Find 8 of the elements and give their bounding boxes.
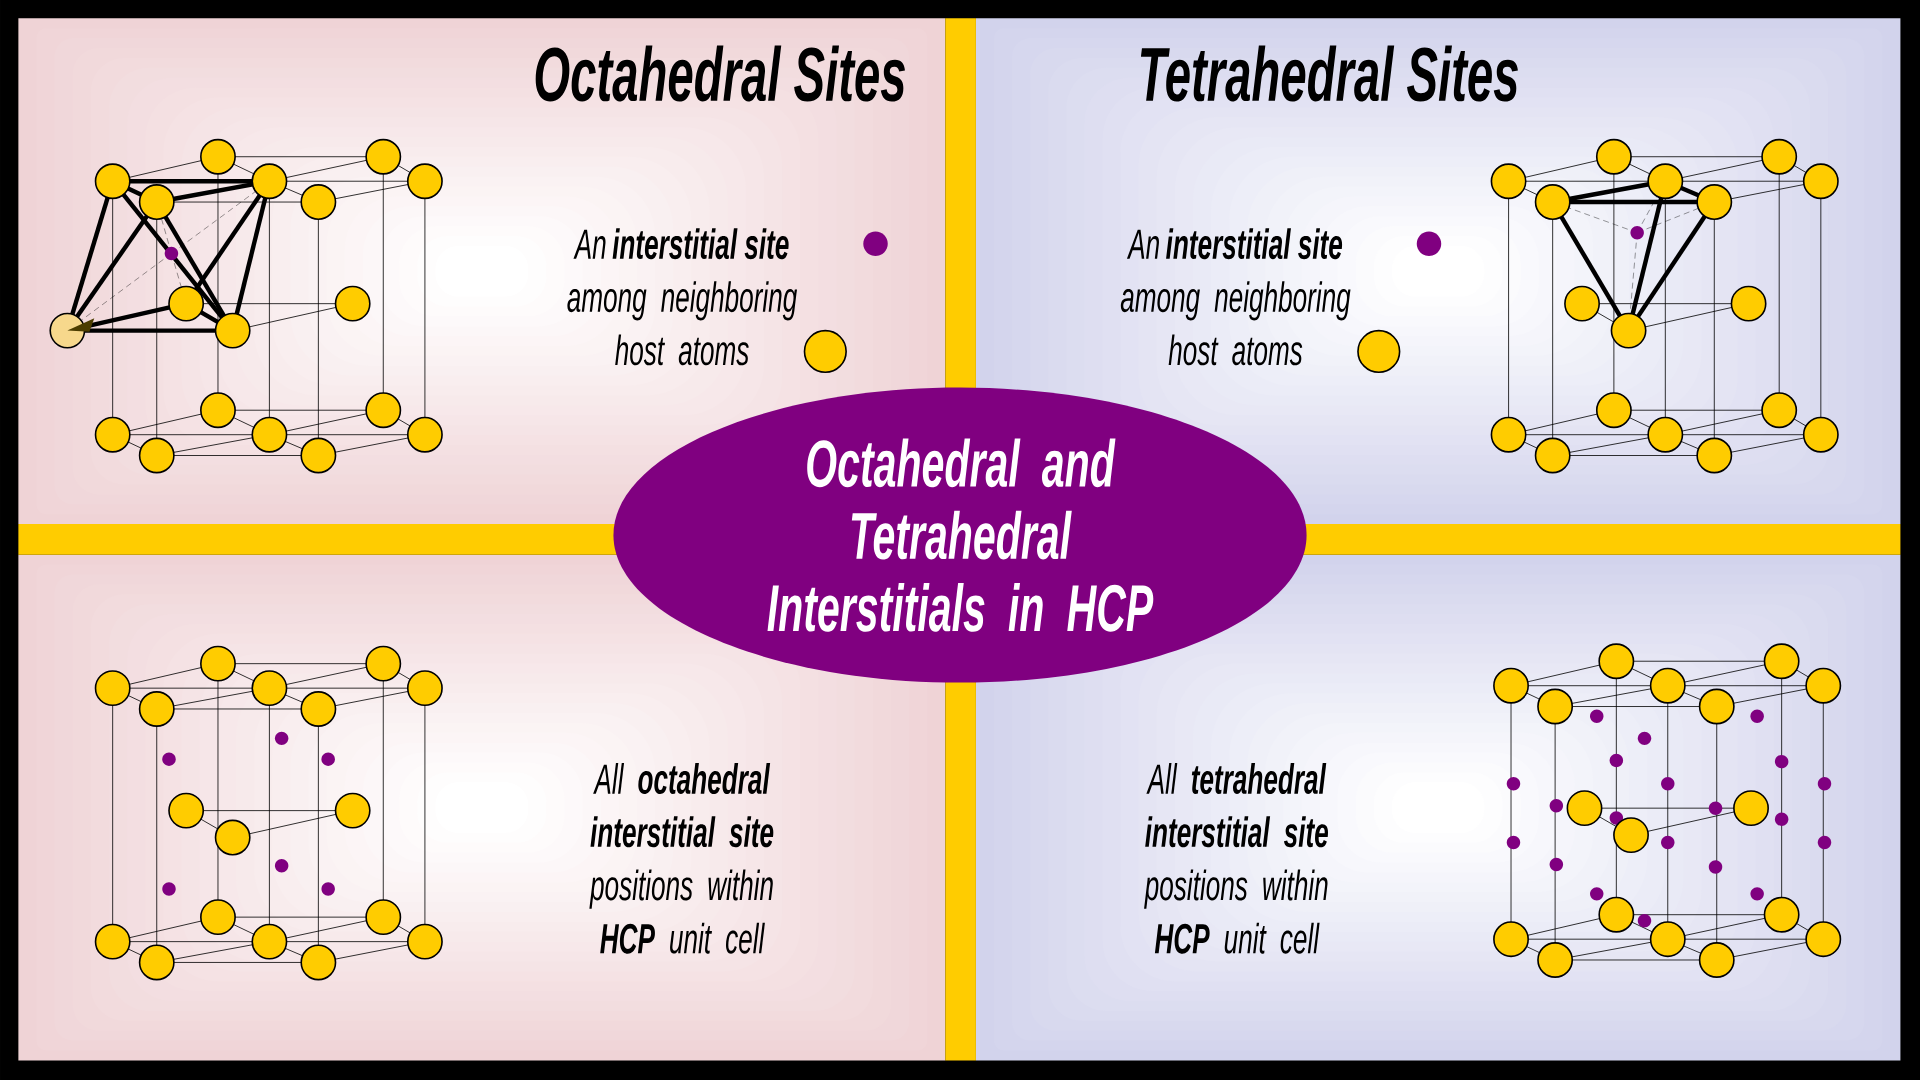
legend-text: An interstitial site — [1126, 228, 1343, 260]
description-text: All tetrahedral interstitial site positions within HCP unit cell — [1144, 763, 1328, 954]
heading: Octahedral Sites — [535, 45, 905, 102]
description-text: All octahedral interstitial site positions within HCP unit cell — [589, 763, 774, 954]
heading: Tetrahedral Sites — [1140, 45, 1518, 102]
legend-text: An interstitial site — [573, 228, 789, 260]
legend-text: among neighboring host atoms — [1120, 281, 1351, 366]
legend-text: among neighboring host atoms — [567, 281, 797, 366]
